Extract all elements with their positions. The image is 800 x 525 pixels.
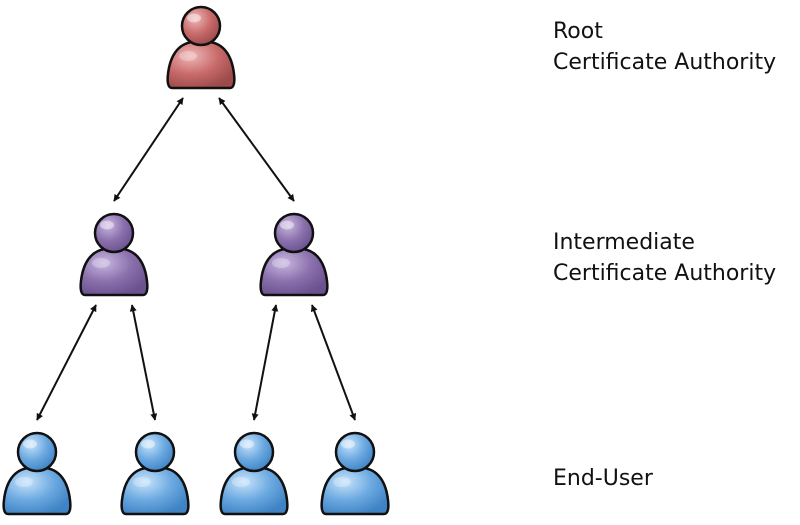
end-user-label-line1: End-User [553, 466, 653, 491]
arrow-intermediate-ca-2-to-end-user-3 [251, 304, 279, 421]
intermediate-label-line1: Intermediate [553, 230, 695, 255]
end-user-1-person-icon [2, 431, 72, 516]
end-user-2-person-icon [120, 431, 190, 516]
intermediate-ca-1-person-icon [79, 212, 149, 297]
arrow-intermediate-ca-1-to-end-user-1 [36, 304, 97, 421]
root-ca-person-icon [166, 5, 236, 90]
arrow-root-ca-to-intermediate-ca-1 [113, 97, 184, 202]
end-user-4-person-icon [320, 431, 390, 516]
root-level-label: Root Certificate Authority [553, 16, 776, 78]
intermediate-ca-2-person-icon [259, 212, 329, 297]
end-user-3-person-icon [219, 431, 289, 516]
end-user-level-label: End-User [553, 463, 653, 494]
arrow-intermediate-ca-2-to-end-user-4 [310, 304, 357, 421]
root-label-line1: Root [553, 19, 603, 44]
arrow-root-ca-to-intermediate-ca-2 [218, 97, 295, 202]
arrow-intermediate-ca-1-to-end-user-2 [129, 304, 158, 421]
edges-layer [36, 97, 357, 421]
nodes-layer [2, 5, 390, 516]
intermediate-label-line2: Certificate Authority [553, 261, 777, 286]
intermediate-level-label: Intermediate Certificate Authority [553, 227, 776, 289]
root-label-line2: Certificate Authority [553, 50, 777, 75]
